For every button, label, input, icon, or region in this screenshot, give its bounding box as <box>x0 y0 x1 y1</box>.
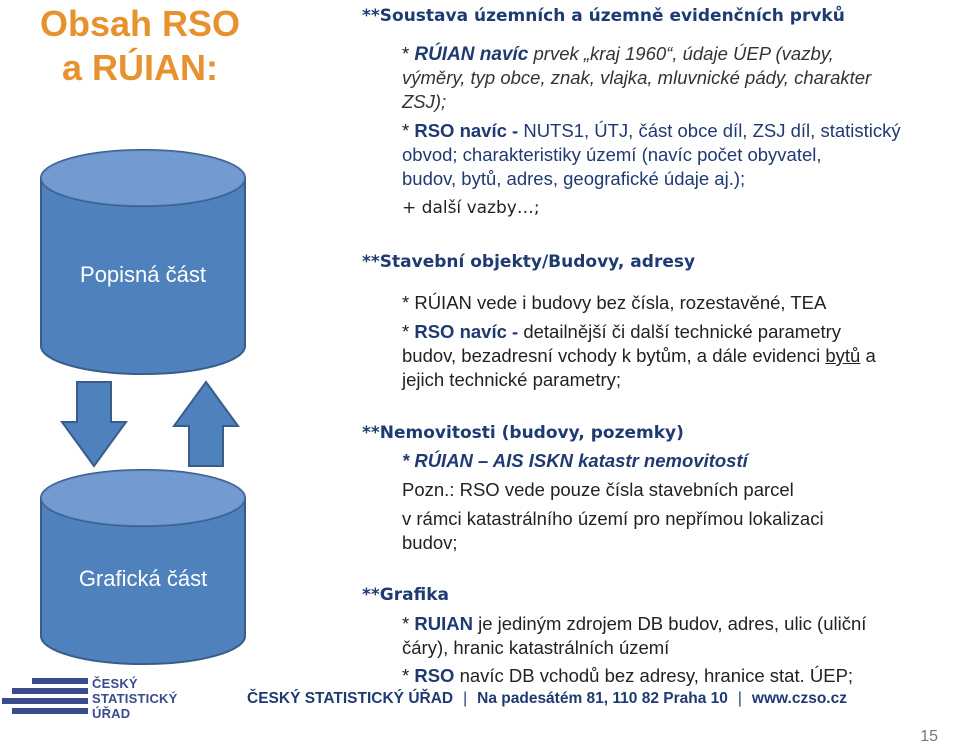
graphic-database-cylinder: Grafická část <box>38 468 248 668</box>
section2-line2: * RSO navíc - detailnější či další techn… <box>402 320 841 344</box>
section2-line1: * RÚIAN vede i budovy bez čísla, rozesta… <box>402 292 827 313</box>
slide-footer: ČESKÝ STATISTICKÝ ÚŘAD | Na padesátém 81, … <box>247 690 847 708</box>
page-number: 15 <box>920 728 938 745</box>
section4-line3-text: navíc DB vchodů bez adresy, hranice stat… <box>454 665 854 686</box>
logo-line3: ÚŘAD <box>92 706 131 721</box>
cylinder-top-shape <box>40 149 246 375</box>
section3-line1: * RÚIAN – AIS ISKN katastr nemovitostí <box>402 450 748 471</box>
section4-line2: čáry), hranic katastrálních území <box>402 637 670 658</box>
section1-line4: * RSO navíc - NUTS1, ÚTJ, část obce díl,… <box>402 119 901 143</box>
section1-line4-text: NUTS1, ÚTJ, část obce díl, ZSJ díl, stat… <box>518 120 901 141</box>
section-graphics-heading: **Grafika <box>362 585 449 605</box>
section3-line2: Pozn.: RSO vede pouze čísla stavebních p… <box>402 479 794 500</box>
bullet: * <box>402 613 415 634</box>
section2-line3: budov, bezadresní vchody k bytům, a dále… <box>402 344 876 368</box>
section-buildings-heading: **Stavební objekty/Budovy, adresy <box>362 252 696 272</box>
flats-link: bytů <box>825 345 861 366</box>
section1-line3: ZSJ); <box>402 91 447 112</box>
cylinder-bottom-shape <box>40 469 246 665</box>
footer-org: ČESKÝ STATISTICKÝ ÚŘAD <box>247 690 454 707</box>
bullet: * <box>402 321 415 342</box>
graphic-part-label: Grafická část <box>78 566 208 591</box>
section4-line1: * RUIAN je jediným zdrojem DB budov, adr… <box>402 612 866 636</box>
footer-website-link[interactable]: www.czso.cz <box>751 690 847 707</box>
slide-title: Obsah RSO a RÚIAN: <box>10 2 270 90</box>
rso-extra-key: RSO navíc - <box>414 321 519 342</box>
section3-line3: v rámci katastrálního území pro nepřímou… <box>402 508 824 529</box>
section1-line1-text: prvek „kraj 1960“, údaje ÚEP (vazby, <box>528 43 834 64</box>
section2-line2-text: detailnější či další technické parametry <box>518 321 842 342</box>
section1-line5: obvod; charakteristiky území (navíc poče… <box>402 144 822 165</box>
ruian-key: RUIAN <box>414 613 473 634</box>
footer-address: Na padesátém 81, 110 82 Praha 10 <box>477 690 728 707</box>
czso-logo-icon <box>2 678 88 714</box>
section4-line1-text: je jediným zdrojem DB budov, adres, ulic… <box>472 613 867 634</box>
slide-title-line1: Obsah RSO <box>39 3 241 44</box>
bullet: * <box>402 120 415 141</box>
section3-line4: budov; <box>402 532 458 553</box>
section-property-heading: **Nemovitosti (budovy, pozemky) <box>362 423 684 443</box>
slide-title-line2: a RÚIAN: <box>61 47 218 88</box>
section2-line3-end: a <box>860 345 876 366</box>
arrow-down-icon <box>60 381 128 468</box>
rso-extra-key: RSO navíc - <box>414 120 519 141</box>
czso-logo-text: ČESKÝ STATISTICKÝ ÚŘAD <box>92 676 178 721</box>
footer-separator: | <box>463 690 468 707</box>
bullet: * <box>402 43 415 64</box>
arrow-up-icon <box>172 380 240 467</box>
section2-line3-text: budov, bezadresní vchody k bytům, a dále… <box>402 345 826 366</box>
section1-line6: budov, bytů, adres, geografické údaje aj… <box>402 168 746 189</box>
descriptive-database-cylinder: Popisná část <box>38 148 248 378</box>
bullet: * <box>402 665 415 686</box>
footer-separator: | <box>737 690 742 707</box>
section-territorial-heading: **Soustava územních a územně evidenčních… <box>362 6 845 26</box>
logo-line1: ČESKÝ <box>92 676 138 691</box>
rso-key: RSO <box>414 665 455 686</box>
section2-line4: jejich technické parametry; <box>402 369 622 390</box>
section1-line7: + další vazby…; <box>402 198 540 218</box>
logo-line2: STATISTICKÝ <box>92 691 178 706</box>
section4-line3: * RSO navíc DB vchodů bez adresy, hranic… <box>402 664 853 688</box>
ruian-extra-key: RÚIAN navíc <box>414 44 529 65</box>
section1-line2: výměry, typ obce, znak, vlajka, mluvnick… <box>402 67 872 88</box>
descriptive-part-label: Popisná část <box>80 262 206 287</box>
section1-line1: * RÚIAN navíc prvek „kraj 1960“, údaje Ú… <box>402 42 834 67</box>
